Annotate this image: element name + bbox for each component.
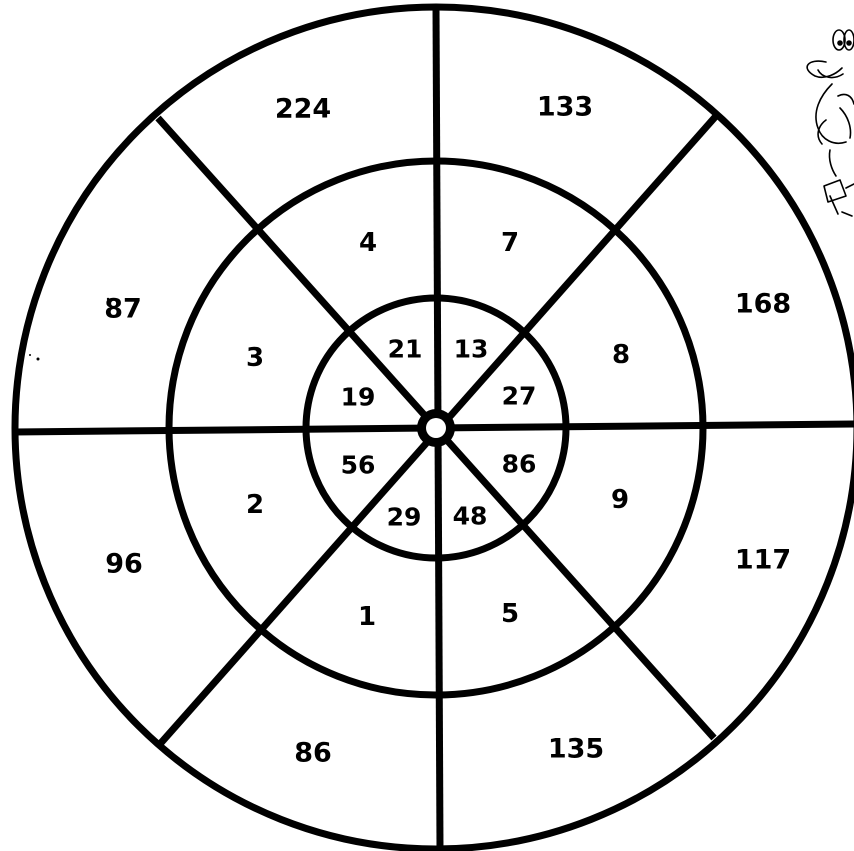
middle-value-top-left: 4 [359, 228, 377, 258]
inner-value-bottom-left: 29 [387, 503, 422, 532]
speck [37, 358, 40, 361]
middle-value-top-right: 7 [501, 228, 519, 258]
middle-value-right-top: 8 [612, 340, 630, 370]
speck [29, 354, 31, 356]
inner-value-right-bottom: 86 [502, 450, 537, 479]
outer-value-left-top: 87 [104, 294, 142, 325]
inner-value-bottom-right: 48 [453, 502, 488, 531]
middle-value-right-bottom: 9 [611, 485, 629, 515]
inner-value-right-top: 27 [502, 382, 537, 411]
outer-value-left-bottom: 96 [105, 549, 143, 580]
outer-value-bottom-left: 86 [294, 738, 332, 769]
outer-value-top-right: 133 [537, 92, 593, 123]
middle-value-left-top: 3 [246, 343, 264, 373]
inner-value-top-right: 13 [454, 335, 489, 364]
outer-value-bottom-right: 135 [548, 734, 604, 765]
outer-value-right-top: 168 [735, 289, 791, 320]
middle-value-bottom-left: 1 [358, 602, 376, 632]
inner-value-left-top: 19 [341, 383, 376, 412]
speck [107, 298, 109, 300]
inner-value-top-left: 21 [388, 335, 423, 364]
bullseye-hole [426, 418, 446, 438]
cartoon-duck-icon [807, 30, 854, 216]
middle-value-bottom-right: 5 [501, 599, 519, 629]
inner-value-left-bottom: 56 [341, 451, 376, 480]
outer-value-top-left: 224 [275, 94, 331, 125]
middle-value-left-bottom: 2 [246, 490, 264, 520]
outer-value-right-bottom: 117 [735, 545, 791, 576]
